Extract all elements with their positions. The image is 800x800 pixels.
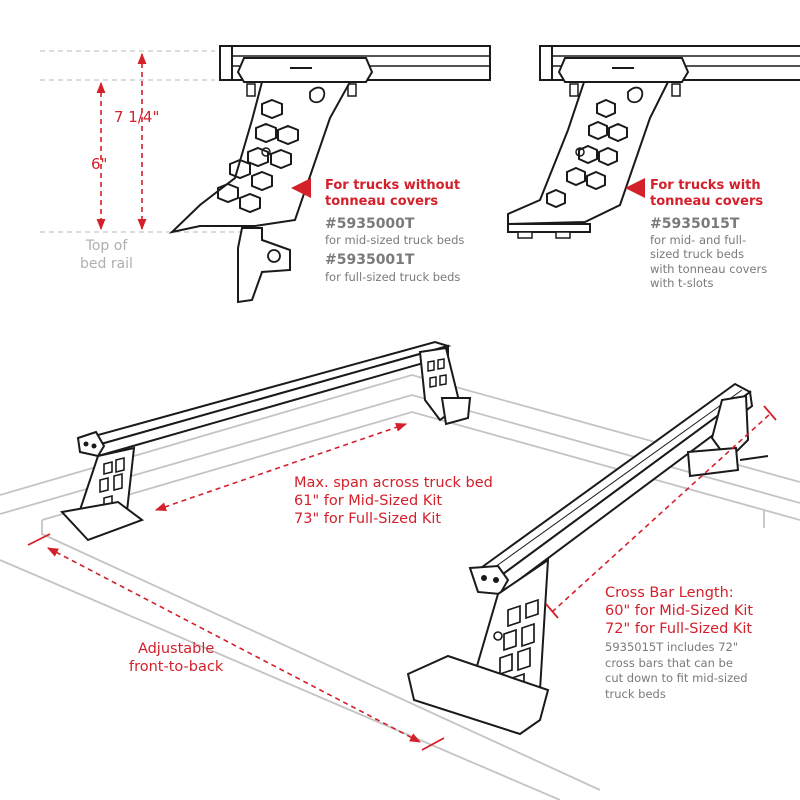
side-profile-no-cover <box>40 45 491 304</box>
crossbar-note: 5935015T includes 72" cross bars that ca… <box>605 640 748 701</box>
bed-rail-label: Top of bed rail <box>80 238 133 272</box>
part-number: #5935001T <box>325 252 415 269</box>
part-number: #5935015T <box>650 215 740 232</box>
side-profile-cover <box>507 45 800 239</box>
crossbar-label: Cross Bar Length: 60" for Mid-Sized Kit … <box>605 584 753 702</box>
part-description: for mid-sized truck beds <box>325 233 465 247</box>
brand-logo-icon <box>309 86 326 104</box>
red-arrow-left-icon <box>291 178 311 198</box>
option-no-cover: For trucks without tonneau covers #59350… <box>325 178 464 284</box>
height-small-label: 6" <box>91 155 108 173</box>
adjustable-label: Adjustable front-to-back <box>129 641 224 676</box>
truck-bed-3d <box>0 340 800 800</box>
part-description: for mid- and full- sized truck beds with… <box>650 233 768 291</box>
height-large-label: 7 1/4" <box>114 108 160 126</box>
crossbar-length: Cross Bar Length: 60" for Mid-Sized Kit … <box>605 585 754 638</box>
option-cover: For trucks with tonneau covers #5935015T… <box>650 178 767 291</box>
red-arrow-left-icon <box>625 178 645 198</box>
option-cover-header: For trucks with tonneau covers <box>650 178 764 210</box>
span-label: Max. span across truck bed 61" for Mid-S… <box>294 475 493 528</box>
part-description: for full-sized truck beds <box>325 269 461 284</box>
option-no-cover-header: For trucks without tonneau covers <box>325 178 461 210</box>
part-number: #5935000T <box>325 215 415 232</box>
